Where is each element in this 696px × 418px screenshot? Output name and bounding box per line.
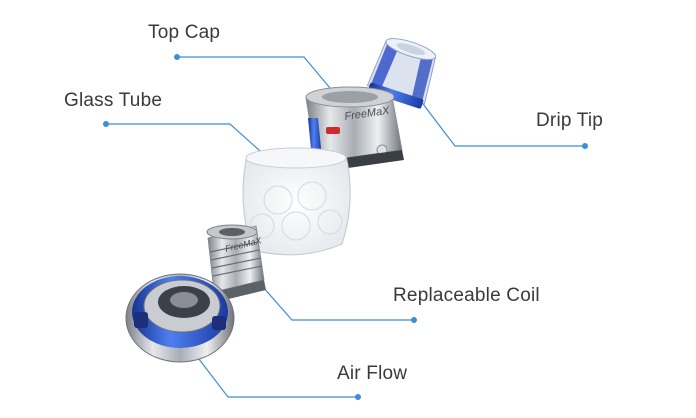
label-top-cap: Top Cap (148, 22, 221, 43)
leader-dots (103, 54, 588, 400)
air-flow-base-part (125, 273, 235, 363)
label-drip-tip: Drip Tip (536, 110, 604, 131)
glass-tube-part (242, 147, 351, 256)
leader-air-flow (191, 349, 358, 398)
label-glass-tube: Glass Tube (64, 90, 163, 111)
leader-glass-tube (106, 123, 271, 161)
label-replaceable-coil: Replaceable Coil (393, 285, 540, 306)
label-air-flow: Air Flow (337, 363, 408, 384)
leader-drip-tip (419, 99, 585, 147)
top-cap-part: FreeMaX (305, 86, 404, 172)
leader-top-cap (177, 56, 341, 101)
leader-replaceable-coil (247, 269, 414, 321)
drip-tip-part (366, 38, 437, 109)
